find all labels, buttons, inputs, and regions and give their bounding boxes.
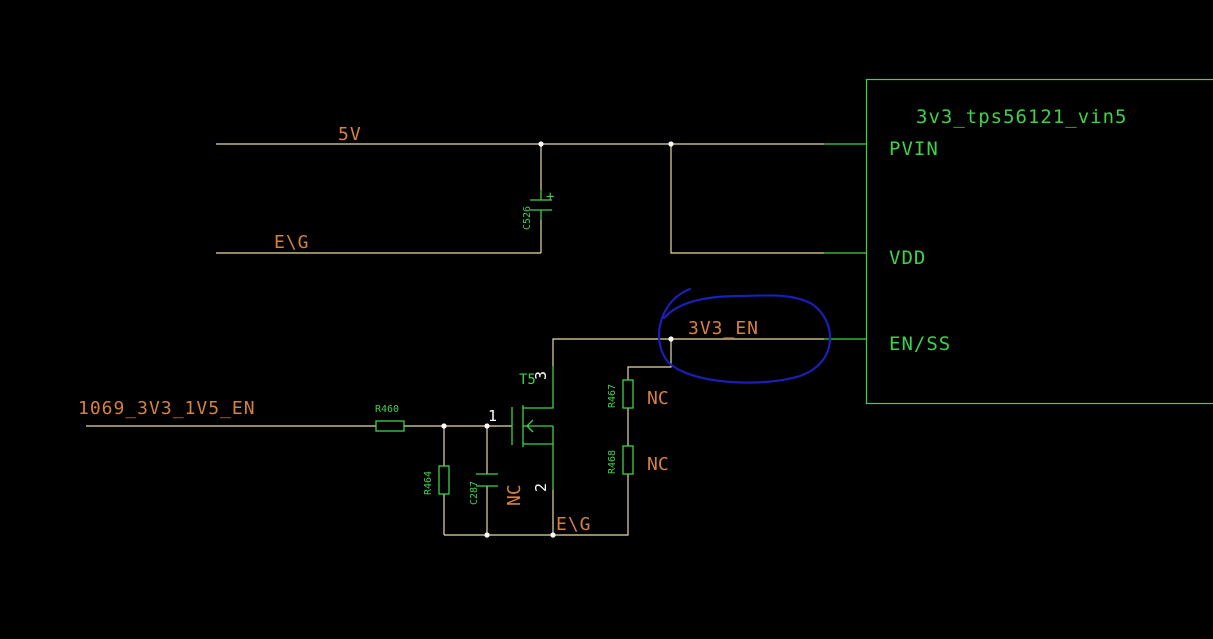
- ic-pin-pvin-label: PVIN: [889, 138, 939, 160]
- t5-pin2: 2: [532, 483, 550, 492]
- r464-ref: R464: [423, 471, 434, 495]
- capacitor-c526[interactable]: [530, 190, 552, 220]
- t5-pin3: 3: [532, 371, 550, 380]
- ic-pin-en-ss-label: EN/SS: [889, 333, 951, 355]
- ic-body[interactable]: [865, 78, 1213, 405]
- c526-polarity-mark: +: [546, 189, 554, 205]
- r467-value: NC: [647, 388, 669, 409]
- wire-en: [552, 338, 824, 366]
- junction-dot: [668, 141, 674, 147]
- wire-vdd: [670, 144, 824, 254]
- r468-ref: R468: [607, 450, 618, 474]
- r460-ref: R460: [375, 404, 399, 415]
- net-label-gnd-top[interactable]: E\G: [274, 232, 310, 253]
- net-label-input[interactable]: 1069_3V3_1V5_EN: [78, 398, 256, 419]
- junction-dot: [484, 532, 490, 538]
- net-label-3v3-en[interactable]: 3V3_EN: [688, 318, 759, 339]
- t5-pin1: 1: [488, 407, 497, 425]
- wire-r467-top: [627, 339, 672, 380]
- ic-pin-vdd-label: VDD: [889, 247, 926, 269]
- resistor-r467[interactable]: [622, 379, 634, 409]
- capacitor-c287[interactable]: [476, 473, 498, 487]
- resistor-r460[interactable]: [375, 420, 405, 432]
- junction-dot: [550, 532, 556, 538]
- t5-ref: T5: [519, 372, 536, 388]
- ic-name: 3v3_tps56121_vin5: [916, 106, 1127, 128]
- resistor-r468[interactable]: [622, 445, 634, 475]
- wires: [86, 143, 824, 536]
- junction-dot: [441, 423, 447, 429]
- transistor-t5[interactable]: [511, 366, 554, 490]
- net-label-5v[interactable]: 5V: [338, 124, 362, 145]
- net-label-gnd-bottom[interactable]: E\G: [556, 514, 592, 535]
- junctions: [441, 141, 674, 538]
- c287-value: NC: [504, 484, 525, 506]
- junction-dot: [668, 336, 674, 342]
- resistor-r464[interactable]: [438, 465, 450, 495]
- junction-dot: [538, 141, 544, 147]
- annotation-circle: [657, 287, 832, 384]
- junction-dot: [484, 423, 490, 429]
- c287-ref: C287: [469, 481, 480, 505]
- wire-r468-gnd: [444, 474, 629, 536]
- r468-value: NC: [647, 454, 669, 475]
- r467-ref: R467: [607, 384, 618, 408]
- ic-pin-stubs: [824, 143, 866, 340]
- c526-ref: C526: [522, 206, 533, 230]
